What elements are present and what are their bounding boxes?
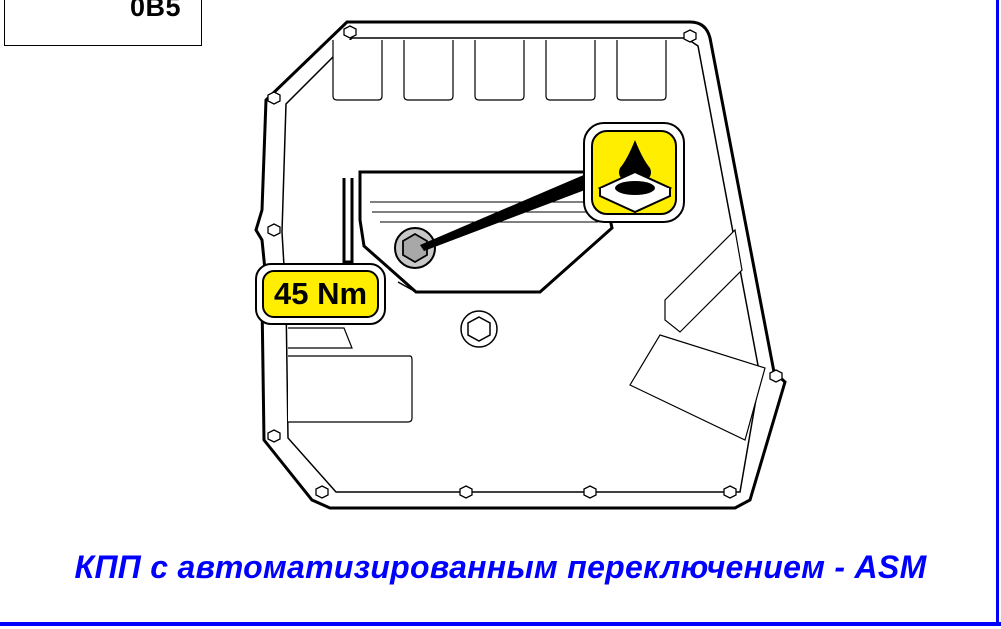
lower-left-ribs bbox=[288, 327, 413, 423]
oil-drop-icon bbox=[583, 122, 685, 223]
top-ribs bbox=[332, 40, 667, 101]
torque-label: 45 Nm bbox=[262, 270, 379, 318]
diagram-caption: КПП с автоматизированным переключением -… bbox=[74, 549, 927, 585]
transmission-code: 0B5 bbox=[130, 0, 182, 22]
secondary-plug bbox=[460, 310, 498, 348]
leader-line bbox=[420, 168, 606, 251]
right-divider bbox=[996, 0, 999, 626]
bottom-divider bbox=[0, 622, 1001, 626]
flange-bolts bbox=[267, 25, 783, 499]
right-ribs bbox=[629, 228, 766, 441]
torque-callout: 45 Nm bbox=[255, 263, 386, 325]
drain-plug bbox=[394, 227, 436, 269]
transmission-code-badge bbox=[4, 0, 202, 46]
